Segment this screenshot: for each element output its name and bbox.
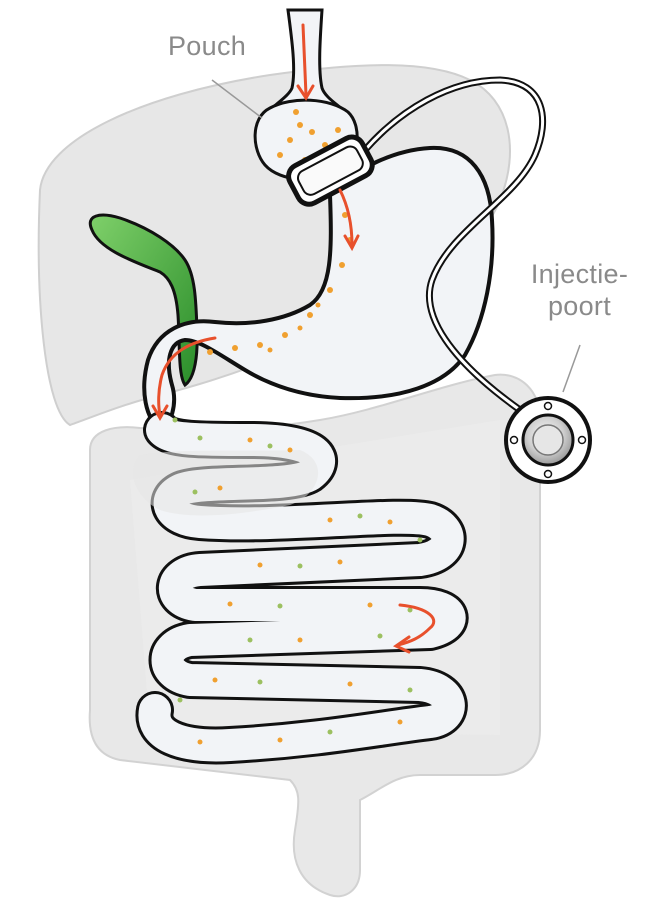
pouch-label: Pouch [168,30,246,62]
injection-port-label-line2: poort [522,290,637,322]
port-leader-line [563,345,580,392]
injection-port-icon [506,398,590,482]
injection-port-label-line1: Injectie- [522,258,637,290]
injection-port-label: Injectie- poort [522,258,637,322]
